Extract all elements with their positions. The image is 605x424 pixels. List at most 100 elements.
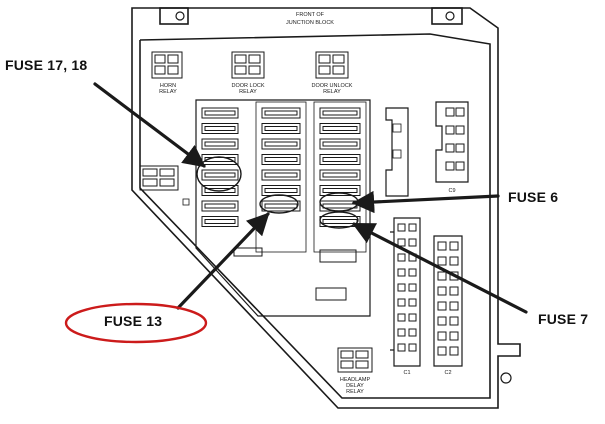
arrow-fuse-6 [351, 190, 500, 214]
header-line-1: FRONT OF [296, 12, 325, 18]
connector-pin [397, 313, 406, 322]
connector-pin [397, 343, 406, 352]
fuse-slot [201, 185, 239, 196]
fuse-element [204, 110, 236, 116]
connector-pin [408, 238, 417, 247]
fuse-slot [319, 123, 361, 134]
door-unlock-relay-label-1: DOOR UNLOCK [312, 83, 353, 89]
callout-fuse-7: FUSE 7 [538, 311, 589, 327]
connector-pin [397, 223, 406, 232]
connector-pin [397, 253, 406, 262]
fuse-column-middle-frame [255, 101, 307, 253]
maxi-fuse-left [233, 247, 263, 257]
fuse-element [322, 219, 358, 224]
connector-pin [408, 343, 417, 352]
connector-pin [455, 143, 465, 153]
connector-pin [455, 125, 465, 135]
connector-pin [449, 301, 459, 311]
connector-pin [397, 238, 406, 247]
callout-arrows [93, 82, 528, 314]
connector-pin [408, 328, 417, 337]
fuse-element [204, 219, 236, 224]
connector-c2-label: C2 [444, 370, 451, 376]
fuse-slot [201, 216, 239, 227]
connector-pin [397, 283, 406, 292]
connector-pin [408, 223, 417, 232]
fuse-slot [261, 169, 301, 181]
fuse-element [264, 110, 298, 116]
fuse-7-highlight [319, 211, 359, 229]
horn-relay [151, 51, 183, 79]
fuse-slot [319, 154, 361, 165]
callout-fuse-6: FUSE 6 [508, 189, 559, 205]
connector-pin [449, 316, 459, 326]
fuse-slot [319, 138, 361, 150]
fuse-slot [201, 123, 239, 134]
maxi-fuse-lower [315, 287, 347, 301]
mount-hole-left [175, 11, 185, 21]
fuse-slot [201, 169, 239, 181]
connector-c2 [433, 235, 463, 367]
horn-relay-label-2: RELAY [159, 89, 177, 95]
side-relay-block [139, 165, 179, 191]
fuse-column-right-frame [313, 101, 367, 253]
connector-pin [437, 316, 447, 326]
fuse-element [322, 141, 358, 147]
connector-c9-label: C9 [448, 188, 455, 194]
mount-hole-right [445, 11, 455, 21]
door-unlock-relay [315, 51, 349, 79]
connector-c9 [435, 101, 469, 183]
connector-pin [437, 331, 447, 341]
connector-pin [455, 161, 465, 171]
door-lock-relay [231, 51, 265, 79]
connector-c1-pins [397, 223, 417, 352]
fuse-columns [201, 107, 361, 227]
fuse-element [264, 141, 298, 147]
connector-pin [408, 283, 417, 292]
connector-pin [397, 298, 406, 307]
fuse-element [204, 172, 236, 178]
connector-left-upper [385, 107, 409, 197]
horn-relay-label-1: HORN [160, 83, 176, 89]
connector-pin [437, 271, 447, 281]
fuse-panel [195, 99, 371, 317]
fuse-element [204, 126, 236, 131]
connector-pin [449, 286, 459, 296]
fuse-slot [261, 123, 301, 134]
door-lock-relay-label-2: RELAY [239, 89, 257, 95]
fuse-element [204, 141, 236, 147]
header-line-2: JUNCTION BLOCK [286, 20, 334, 26]
fuse-13-highlight [259, 194, 299, 214]
connector-pin [437, 256, 447, 266]
fuse-element [322, 110, 358, 116]
connector-pin [408, 298, 417, 307]
connector-pin [437, 301, 447, 311]
fuse-element [322, 203, 358, 209]
connector-pin [449, 241, 459, 251]
connector-pin [449, 346, 459, 356]
fuse-element [322, 157, 358, 162]
connector-pin [445, 143, 455, 153]
connector-c1-label: C1 [403, 370, 410, 376]
mount-hole-bottom [500, 372, 512, 384]
fuse-slot [261, 154, 301, 165]
callout-fuse-13: FUSE 13 [104, 313, 163, 329]
headlamp-relay-label-1: HEADLAMP [340, 377, 371, 383]
fuse-element [204, 203, 236, 209]
fuse-slot [261, 107, 301, 119]
fuse-13-label-highlight [64, 302, 208, 344]
arrow-fuse-17-18 [93, 82, 206, 168]
connector-pin [445, 161, 455, 171]
arrow-fuse-7 [352, 222, 528, 314]
headlamp-delay-relay [337, 347, 373, 373]
maxi-fuse-right [319, 249, 357, 263]
fuse-element [322, 126, 358, 131]
connector-c2-pins [437, 241, 459, 356]
fuse-slot [261, 138, 301, 150]
connector-pin [445, 125, 455, 135]
fuse-slot [319, 107, 361, 119]
connector-c1 [390, 217, 421, 367]
headlamp-relay-label-3: RELAY [346, 389, 364, 395]
fuse-slot [319, 169, 361, 181]
